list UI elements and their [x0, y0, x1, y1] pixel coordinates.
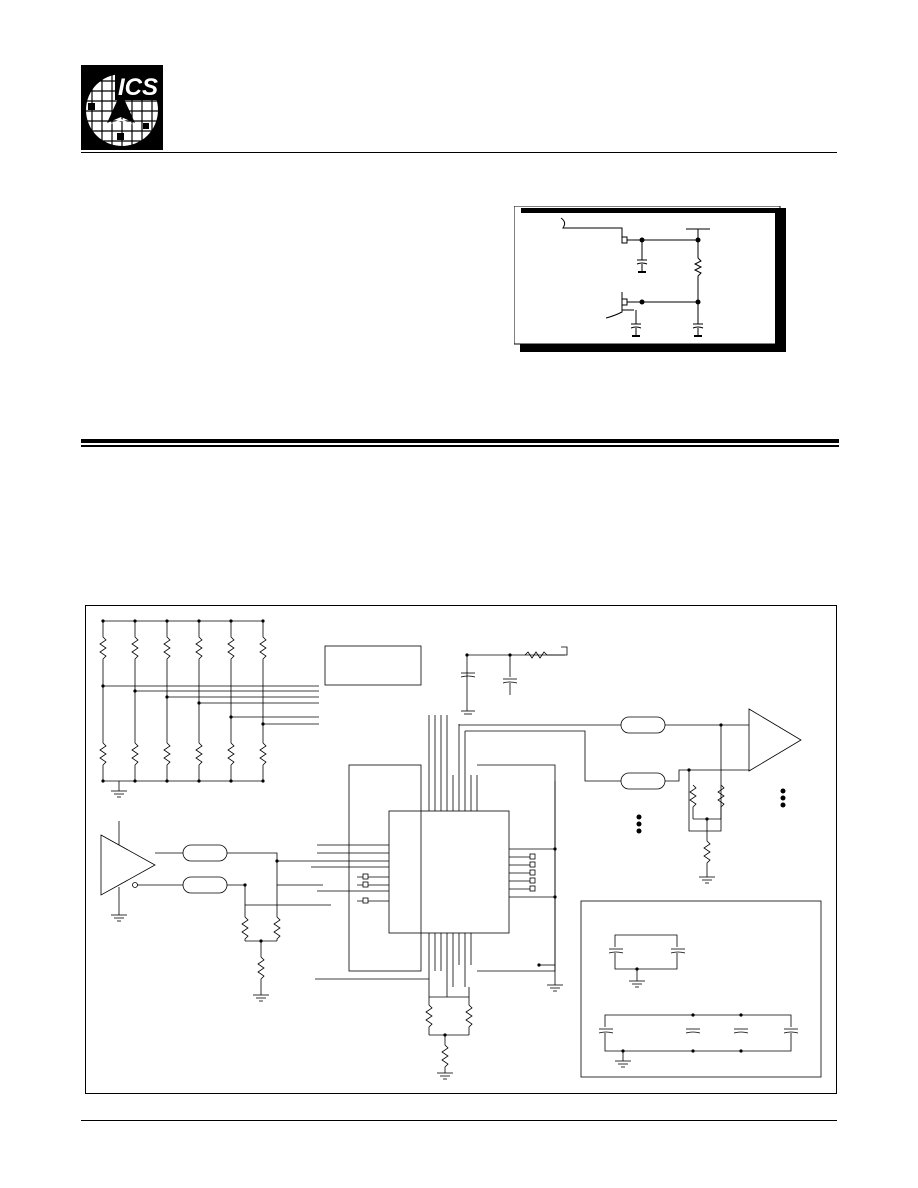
section-divider-thin	[81, 445, 839, 447]
continuation-dots	[636, 788, 786, 834]
power-filter-schematic	[513, 205, 788, 354]
ics-logo: ICS	[81, 65, 163, 150]
header-rule	[81, 152, 837, 153]
logo-text: ICS	[118, 74, 158, 101]
application-schematic	[85, 605, 837, 1094]
ics-wafer-logo-icon: ICS	[81, 65, 163, 150]
footer-rule	[81, 1120, 837, 1121]
section-divider-thick	[81, 439, 839, 443]
application-schematic-diagram	[85, 605, 837, 1094]
power-filter-diagram	[513, 205, 786, 352]
